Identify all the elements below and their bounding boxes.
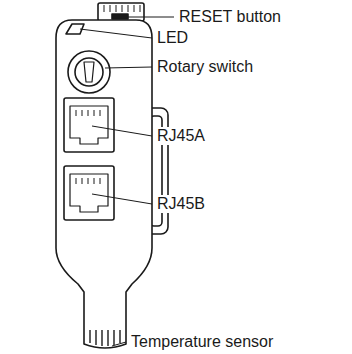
rj45-jack	[64, 98, 114, 152]
callout-label: LED	[156, 29, 189, 47]
callout-label: Temperature sensor	[130, 333, 274, 351]
reset-button	[112, 14, 128, 19]
device-body	[56, 20, 152, 348]
callout-label: RJ45A	[156, 127, 206, 145]
rotary-switch	[68, 51, 110, 93]
callout-label: RJ45B	[156, 195, 206, 213]
rj45-jack	[64, 166, 114, 220]
callout-label: Rotary switch	[156, 58, 254, 76]
top-connector	[98, 3, 144, 21]
callout-label: RESET button	[178, 8, 282, 26]
